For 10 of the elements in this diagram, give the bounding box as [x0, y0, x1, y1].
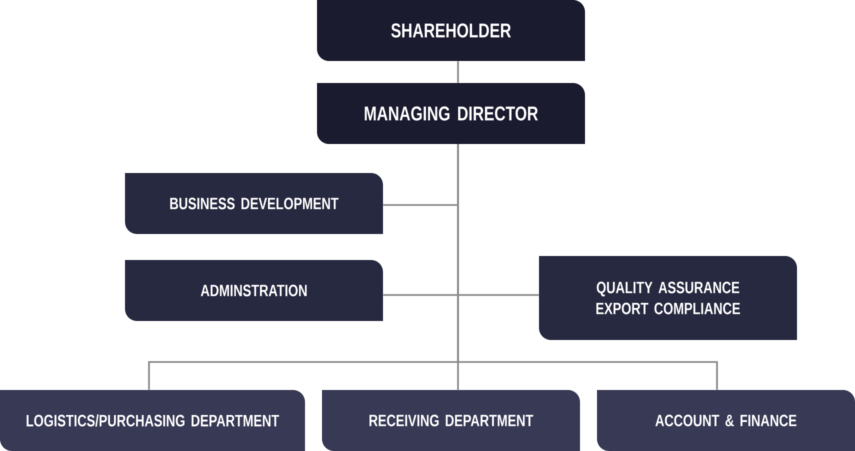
connector-line	[457, 61, 459, 83]
org-box: RECEIVING DEPARTMENT	[322, 390, 580, 451]
connector-line	[457, 144, 718, 390]
org-box: ADMINSTRATION	[125, 260, 383, 321]
org-box: QUALITY ASSURANCE EXPORT COMPLIANCE	[539, 256, 797, 340]
org-box: SHAREHOLDER	[317, 0, 585, 61]
org-box: LOGISTICS/PURCHASING DEPARTMENT	[0, 390, 305, 451]
org-box: MANAGING DIRECTOR	[317, 83, 585, 144]
org-box: ACCOUNT & FINANCE	[597, 390, 855, 451]
org-box: BUSINESS DEVELOPMENT	[125, 173, 383, 234]
